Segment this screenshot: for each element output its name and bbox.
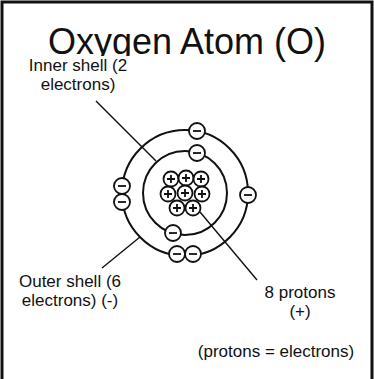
part-label: Outer shell (6 electrons) (-) bbox=[9, 272, 131, 310]
proton-symbol bbox=[194, 172, 209, 187]
part-label: 8 protons (+) bbox=[252, 283, 348, 321]
proton-symbol bbox=[164, 172, 179, 187]
proton-symbol bbox=[161, 187, 176, 202]
inner-shell bbox=[143, 151, 227, 235]
leader-lines bbox=[96, 101, 257, 280]
electron-symbol bbox=[114, 194, 130, 210]
proton-symbol bbox=[178, 186, 193, 201]
electron-symbol bbox=[240, 187, 256, 203]
outer-shell bbox=[122, 130, 248, 256]
electron-symbol bbox=[165, 225, 181, 241]
electrons bbox=[114, 123, 256, 262]
leader-line bbox=[102, 237, 140, 268]
part-label: Inner shell (2 electrons) bbox=[18, 56, 138, 94]
proton-symbol bbox=[179, 171, 194, 186]
proton-symbol bbox=[186, 201, 201, 216]
electron-symbol bbox=[169, 246, 185, 262]
electron-symbol bbox=[189, 123, 205, 139]
electron-symbol bbox=[114, 178, 130, 194]
electron-symbol bbox=[189, 145, 205, 161]
leader-line bbox=[96, 101, 156, 161]
protons bbox=[161, 171, 210, 216]
leader-line bbox=[200, 212, 257, 280]
electron-symbol bbox=[185, 246, 201, 262]
note: (protons = electrons) bbox=[184, 342, 368, 361]
proton-symbol bbox=[170, 201, 185, 216]
proton-symbol bbox=[195, 187, 210, 202]
